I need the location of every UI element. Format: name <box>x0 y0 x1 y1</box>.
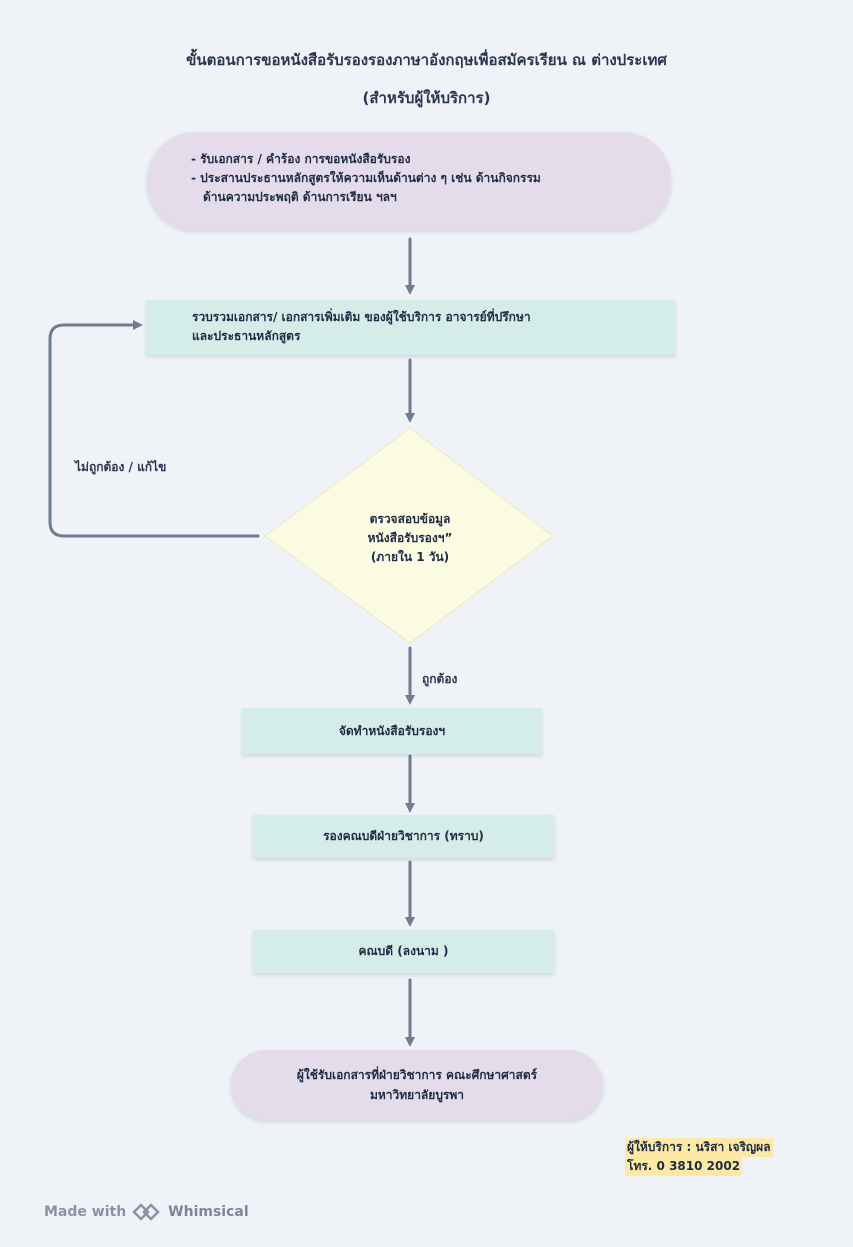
node-text: จัดทำหนังสือรับรองฯ <box>338 723 446 738</box>
node-text: ผู้ใช้รับเอกสารที่ฝ่ายวิชาการ คณะศึกษาศา… <box>296 1068 538 1082</box>
node-text: (ภายใน 1 วัน) <box>370 550 450 564</box>
node-vice-dean[interactable]: รองคณบดีฝ่ายวิชาการ (ทราบ) <box>253 815 554 858</box>
edge-label-correct: ถูกต้อง <box>422 672 458 686</box>
node-text: - ประสานประธานหลักสูตรให้ความเห็นด้านต่า… <box>191 171 541 185</box>
node-receive-at-office[interactable]: ผู้ใช้รับเอกสารที่ฝ่ายวิชาการ คณะศึกษาศา… <box>231 1050 603 1120</box>
decision-diamond[interactable] <box>264 427 554 644</box>
provider-info: ผู้ให้บริการ : นริสา เจริญผล โทร. 0 3810… <box>625 1138 773 1176</box>
node-dean-sign[interactable]: คณบดี (ลงนาม ) <box>253 930 554 973</box>
node-text: รองคณบดีฝ่ายวิชาการ (ทราบ) <box>323 829 484 843</box>
node-text: คณบดี (ลงนาม ) <box>358 944 449 958</box>
node-text: หนังสือรับรองฯ” <box>367 531 453 545</box>
whimsical-badge[interactable]: Made with Whimsical <box>44 1202 249 1222</box>
whimsical-brand-text: Whimsical <box>168 1204 249 1220</box>
node-prepare-certificate[interactable]: จัดทำหนังสือรับรองฯ <box>242 708 542 754</box>
provider-name: ผู้ให้บริการ : นริสา เจริญผล <box>625 1138 773 1157</box>
node-receive-documents[interactable]: - รับเอกสาร / คำร้อง การขอหนังสือรับรอง … <box>147 132 671 230</box>
node-text: และประธานหลักสูตร <box>192 329 301 343</box>
node-text: ตรวจสอบข้อมูล <box>369 512 451 526</box>
node-text: - รับเอกสาร / คำร้อง การขอหนังสือรับรอง <box>191 152 411 166</box>
node-text: รวบรวมเอกสาร/ เอกสารเพิ่มเติม ของผู้ใช้บ… <box>192 310 531 324</box>
edge-label-incorrect: ไม่ถูกต้อง / แก้ไข <box>75 460 167 474</box>
arrow-loop-back <box>48 320 260 538</box>
page-title: ขั้นตอนการขอหนังสือรับรองรองภาษาอังกฤษเพ… <box>186 51 667 69</box>
made-with-text: Made with <box>44 1204 127 1220</box>
whimsical-logo-icon <box>132 1203 160 1221</box>
decision-check-info: ตรวจสอบข้อมูล หนังสือรับรองฯ” (ภายใน 1 ว… <box>300 510 520 567</box>
node-collect-documents[interactable]: รวบรวมเอกสาร/ เอกสารเพิ่มเติม ของผู้ใช้บ… <box>146 300 675 355</box>
page-subtitle: (สำหรับผู้ให้บริการ) <box>362 89 491 107</box>
provider-phone: โทร. 0 3810 2002 <box>625 1157 743 1176</box>
node-text: มหาวิทยาลัยบูรพา <box>369 1088 465 1102</box>
node-text: ด้านความประพฤติ ด้านการเรียน ฯลฯ <box>203 190 397 204</box>
